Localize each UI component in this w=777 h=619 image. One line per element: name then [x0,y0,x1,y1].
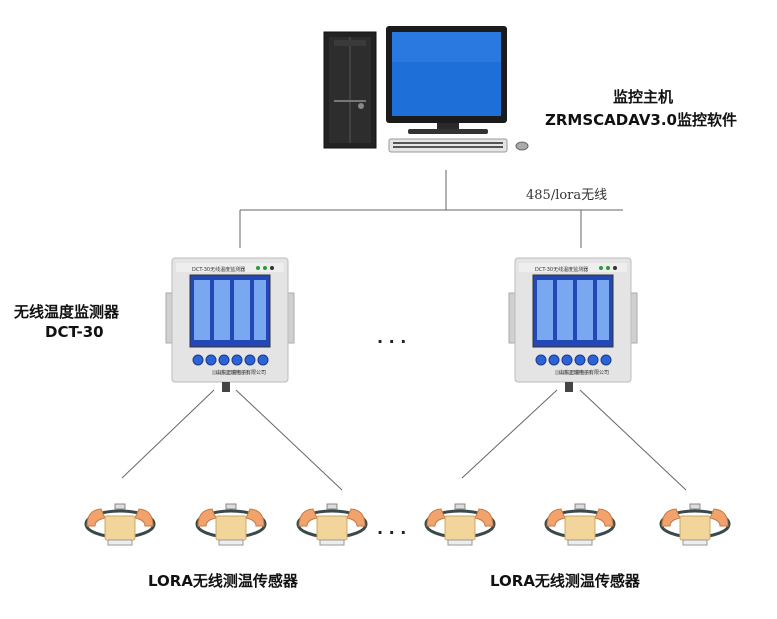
link-label: 485/lora无线 [526,188,608,203]
panel-company-right: 山东正瑞电子有限公司 [559,370,610,376]
sensor-icon-2 [195,502,267,547]
mouse-icon [515,141,529,151]
panel-title-left: DCT-30无线温度监测器 [192,267,246,273]
monitor-model: DCT-30 [45,323,104,341]
ellipsis-devices: · · · [377,332,407,351]
panel-title-right: DCT-30无线温度监测器 [535,267,589,273]
left-sensor-line-b [235,389,343,491]
sensor-icon-6 [659,502,731,547]
panel-company-left: 山东正瑞电子有限公司 [216,370,267,376]
left-sensor-line-a [121,389,215,479]
sensor-icon-4 [424,502,496,547]
right-sensor-line-b [579,389,687,491]
ellipsis-sensors: · · · [377,523,407,542]
keyboard-icon [388,138,508,153]
sensor-icon-3 [296,502,368,547]
sensor-label-left: LORA无线测温传感器 [148,572,298,590]
sensor-icon-1 [84,502,156,547]
pc-monitor-icon [386,26,507,134]
right-sensor-line-a [461,389,558,479]
host-title: 监控主机 [613,88,674,106]
sensor-label-right: LORA无线测温传感器 [490,572,640,590]
sensor-icon-5 [544,502,616,547]
pc-tower-icon [323,31,377,149]
host-software: ZRMSCADAV3.0监控软件 [545,111,737,129]
monitor-name: 无线温度监测器 [14,303,120,321]
